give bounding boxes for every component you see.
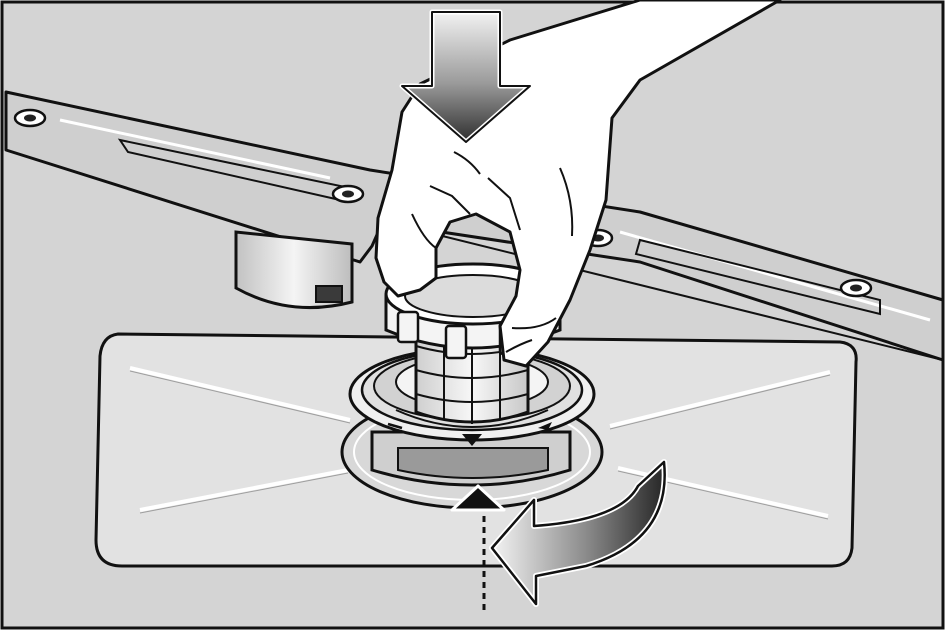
spray-arm-hub xyxy=(234,230,354,310)
rotate-clockwise-icon xyxy=(489,459,668,607)
arrow-down-icon xyxy=(399,9,533,145)
arrow-up-icon xyxy=(450,484,506,610)
